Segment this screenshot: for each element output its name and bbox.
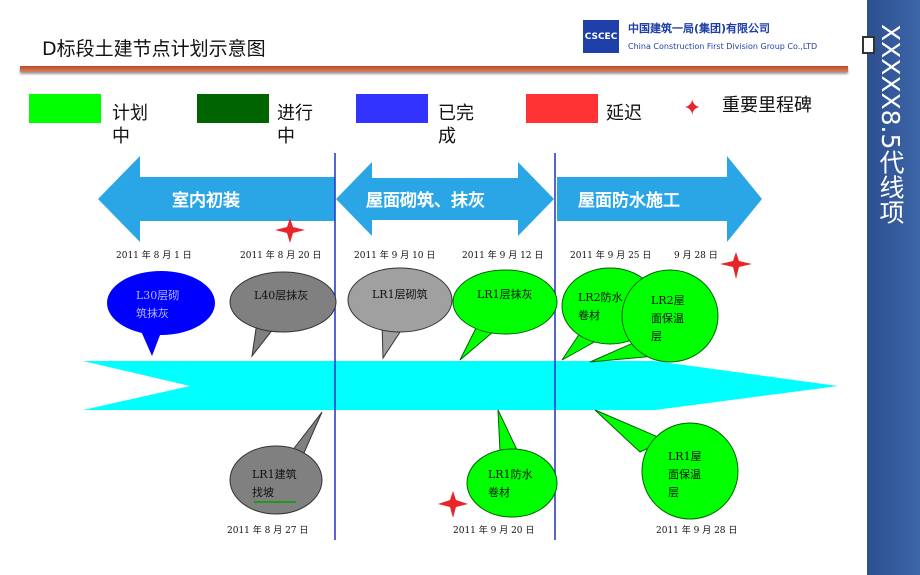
callout-lr1-plaster-body [452, 269, 558, 335]
callout-text: LR1层砌筑 [372, 288, 428, 301]
date-label: 2011 年 9 月 10 日 [354, 251, 436, 261]
company-name-en: China Construction First Division Group … [628, 42, 818, 51]
date-label: 9 月 28 日 [674, 251, 718, 261]
date-label: 2011 年 9 月 20 日 [453, 526, 535, 536]
date-label: 2011 年 8 月 27 日 [227, 526, 309, 536]
edge-marker [862, 36, 875, 54]
legend-swatch-delayed [526, 94, 598, 123]
side-panel [867, 0, 920, 575]
callout-lr1-waterproof-body [466, 448, 558, 518]
callout-lr1-insulation-body [641, 422, 739, 520]
phase-arrow-3 [557, 156, 762, 242]
legend-label-planned: 计划中 [112, 103, 148, 147]
date-label: 2011 年 8 月 20 日 [240, 251, 322, 261]
callout-text: L40层抹灰 [254, 289, 309, 302]
phase-label-2: 屋面砌筑、抹灰 [366, 191, 485, 211]
callout-lr1-masonry-body [347, 267, 453, 333]
callout-text: L30层砌筑抹灰 [136, 289, 180, 320]
legend-swatch-planned [29, 94, 101, 123]
date-label: 2011 年 9 月 12 日 [462, 251, 544, 261]
legend-label-completed: 已完成 [438, 103, 474, 147]
milestone-star-icon [438, 491, 468, 518]
callout-l30-body [107, 271, 215, 335]
timeline-band [83, 361, 838, 410]
company-logo: CSCEC [583, 20, 619, 53]
callout-text: LR1屋面保温层 [668, 450, 702, 499]
phase-label-1: 室内初装 [172, 191, 240, 211]
legend-label-in-progress: 进行中 [277, 103, 313, 147]
date-label: 2011 年 8 月 1 日 [116, 251, 192, 261]
callout-lr2-insulation-body [621, 269, 719, 363]
callout-text: LR2屋面保温层 [651, 294, 685, 343]
callout-text: LR2防水卷材 [578, 291, 623, 322]
legend-swatch-in-progress [197, 94, 269, 123]
company-name-cn: 中国建筑一局(集团)有限公司 [628, 22, 771, 35]
date-label: 2011 年 9 月 25 日 [570, 251, 652, 261]
legend-label-delayed: 延迟 [606, 103, 642, 124]
callout-lr1-waterproof [497, 409, 519, 453]
date-label: 2011 年 9 月 28 日 [656, 526, 738, 536]
side-title: XXXXX8.5代线项 [876, 24, 905, 225]
callout-text: LR1防水卷材 [488, 468, 533, 499]
milestone-star-icon [720, 252, 752, 279]
phase-arrow-2 [336, 162, 554, 236]
title-underline [20, 66, 848, 72]
legend-swatch-completed [356, 94, 428, 123]
phase-arrow-1 [98, 156, 335, 242]
page-title: D标段土建节点计划示意图 [42, 38, 266, 60]
milestone-star-icon [275, 218, 305, 243]
callout-text: LR1层抹灰 [477, 288, 533, 301]
legend-label-milestone: 重要里程碑 [722, 95, 812, 116]
phase-label-3: 屋面防水施工 [578, 191, 680, 211]
callout-l40-body [229, 271, 337, 333]
milestone-star-icon: ✦ [683, 96, 702, 121]
callout-text: LR1建筑找坡 [252, 468, 297, 499]
callout-lr1-slope-body [229, 445, 323, 515]
